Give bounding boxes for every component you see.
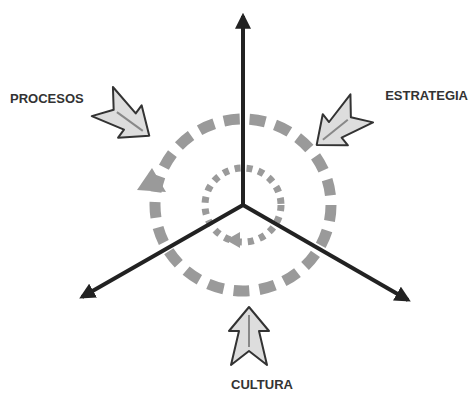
axis-up xyxy=(241,16,245,205)
axis-label: ESTRATEGIA xyxy=(385,89,468,103)
axis-left xyxy=(82,205,243,297)
axis-right xyxy=(243,205,408,300)
outer-cycle-head xyxy=(137,168,166,192)
axis-label: PROCESOS xyxy=(10,92,84,106)
estrategia-arrow xyxy=(304,93,374,161)
axis-label: CULTURA xyxy=(231,378,293,392)
cultura-arrow xyxy=(229,307,269,365)
procesos-arrow xyxy=(91,85,161,151)
inner-cycle-head xyxy=(226,232,240,248)
